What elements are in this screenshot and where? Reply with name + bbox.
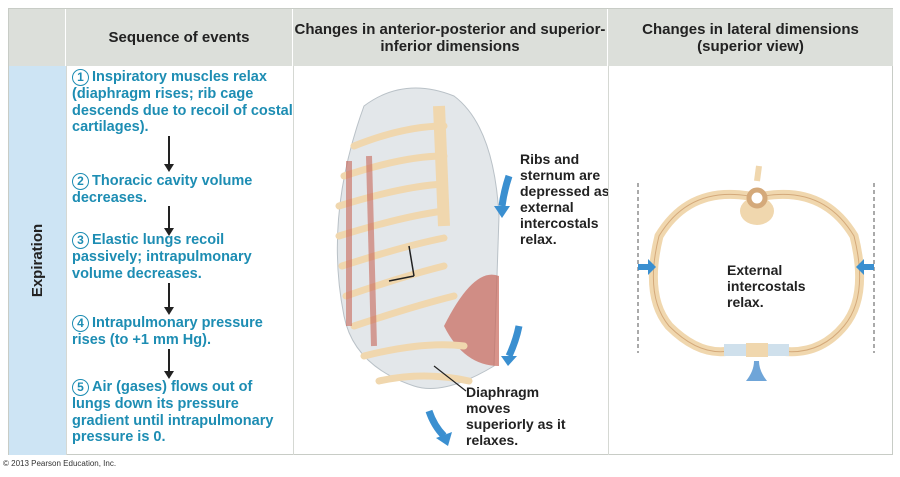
lateral-label: External intercostals relax. bbox=[727, 262, 806, 310]
header-blank bbox=[9, 9, 66, 66]
down-arrow-icon bbox=[164, 136, 174, 172]
header-sequence: Sequence of events bbox=[66, 9, 293, 66]
down-arrow-icon bbox=[498, 174, 513, 207]
rib-cage-illustration bbox=[335, 87, 523, 446]
step-text: Elastic lungs recoil passively; intrapul… bbox=[72, 232, 252, 282]
expiration-table: Sequence of events Changes in anterior-p… bbox=[8, 8, 893, 455]
header-lateral: Changes in lateral dimensions (superior … bbox=[608, 9, 893, 66]
step-text: Thoracic cavity volume decreases. bbox=[72, 173, 253, 206]
step-text: Intrapulmonary pressure rises (to +1 mm … bbox=[72, 315, 263, 348]
down-arrow-icon bbox=[164, 283, 174, 315]
step-number: 3 bbox=[72, 232, 89, 249]
step-number: 1 bbox=[72, 69, 89, 86]
ap-si-column: Ribs and sternum are depressed as extern… bbox=[293, 66, 610, 455]
diaphragm-label: Diaphragm moves superiorly as it relaxes… bbox=[466, 384, 566, 448]
superior-view-illustration bbox=[637, 165, 875, 381]
inward-arrow-icon bbox=[856, 259, 874, 275]
step-number: 5 bbox=[72, 379, 89, 396]
row-label-text: Expiration bbox=[29, 223, 47, 298]
row-label: Expiration bbox=[9, 66, 66, 455]
step-number: 4 bbox=[72, 315, 89, 332]
copyright: © 2013 Pearson Education, Inc. bbox=[3, 459, 117, 468]
lateral-column: External intercostals relax. bbox=[608, 66, 893, 455]
step-text: Inspiratory muscles relax (diaphragm ris… bbox=[72, 69, 293, 135]
step-text: Air (gases) flows out of lungs down its … bbox=[72, 379, 274, 445]
step-number: 2 bbox=[72, 173, 89, 190]
down-arrow-icon bbox=[164, 206, 174, 236]
down-arrow-icon bbox=[164, 349, 174, 379]
inward-arrow-icon bbox=[638, 259, 656, 275]
up-arrow-icon bbox=[746, 361, 767, 381]
ribs-label: Ribs and sternum are depressed as extern… bbox=[520, 151, 610, 247]
header-ap-si: Changes in anterior-posterior and superi… bbox=[293, 9, 608, 66]
